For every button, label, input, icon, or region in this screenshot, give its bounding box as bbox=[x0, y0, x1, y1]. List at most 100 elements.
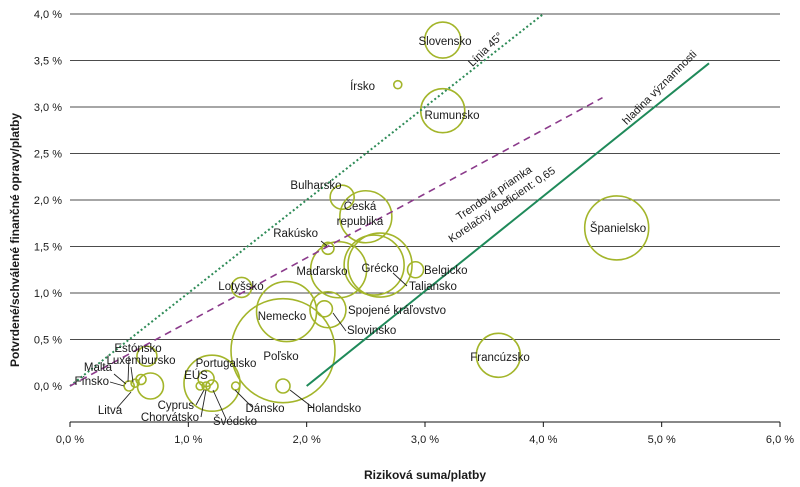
reference-lines bbox=[69, 13, 710, 387]
bubble-label: Poľsko bbox=[263, 351, 298, 363]
bubble-label: Fínsko bbox=[74, 376, 109, 388]
x-axis-title: Riziková suma/platby bbox=[364, 468, 486, 482]
bubble-label-line: Česká bbox=[344, 200, 377, 213]
diagonal-line-label: Línia 45° bbox=[466, 30, 506, 69]
leader-line bbox=[109, 381, 125, 387]
bubble-label-line: republika bbox=[337, 216, 384, 228]
bubble-label: Česká republika bbox=[337, 200, 384, 228]
bubble-label: EÚS bbox=[184, 369, 208, 382]
bubble bbox=[123, 380, 135, 392]
leader-line bbox=[127, 355, 130, 383]
line-labels: Línia 45°Trendová priamkaKorelačný koefi… bbox=[447, 30, 700, 245]
bubble-label: Taliansko bbox=[409, 281, 457, 293]
bubble-label: Cyprus bbox=[158, 400, 195, 412]
y-tick-label: 3,5 % bbox=[34, 56, 62, 68]
y-tick-label: 4,0 % bbox=[34, 9, 62, 21]
bubbles bbox=[123, 21, 650, 413]
bubble-label: Dánsko bbox=[246, 403, 285, 415]
bubble-label: Slovinsko bbox=[347, 325, 396, 337]
bubble-label: Španielsko bbox=[590, 222, 646, 235]
x-tick-label: 6,0 % bbox=[766, 434, 794, 446]
leader-line bbox=[212, 389, 227, 420]
bubble-label: Lotyšsko bbox=[218, 281, 263, 293]
bubble-label: Maďarsko bbox=[296, 266, 347, 278]
bubble-label: Luxembursko bbox=[106, 355, 175, 367]
bubble-label: Rumunsko bbox=[425, 110, 480, 122]
bubble bbox=[195, 381, 205, 391]
y-tick-label: 2,0 % bbox=[34, 195, 62, 207]
bubble-label: Malta bbox=[84, 362, 113, 374]
diagonal-line bbox=[69, 13, 544, 387]
y-tick-label: 1,5 % bbox=[34, 242, 62, 254]
y-tick-label: 0,5 % bbox=[34, 335, 62, 347]
y-tick-label: 1,0 % bbox=[34, 288, 62, 300]
bubble bbox=[347, 232, 413, 298]
x-tick-label: 4,0 % bbox=[529, 434, 557, 446]
bubble-label: Grécko bbox=[361, 263, 398, 275]
bubble bbox=[136, 345, 158, 368]
bubble bbox=[475, 332, 522, 379]
bubble-label: Litva bbox=[98, 405, 123, 417]
y-tick-label: 2,5 % bbox=[34, 149, 62, 161]
y-tick-label: 0,0 % bbox=[34, 381, 62, 393]
bubble-label: Chorvátsko bbox=[141, 412, 199, 424]
bubble bbox=[406, 260, 425, 279]
leader-line bbox=[234, 389, 253, 408]
trend-line-label-line: Korelačný koeficient: 0,65 bbox=[447, 165, 558, 245]
leader-line bbox=[200, 389, 207, 418]
bubble bbox=[309, 290, 347, 329]
axes bbox=[69, 421, 781, 427]
bubble bbox=[230, 381, 241, 391]
bubble bbox=[329, 184, 355, 211]
bubble-label: Francúzsko bbox=[470, 352, 529, 364]
bubble-label: Holandsko bbox=[307, 403, 361, 415]
x-tick-labels: 0,0 % 1,0 % 2,0 % 3,0 % 4,0 % 5,0 % 6,0 % bbox=[56, 434, 794, 446]
leader-lines bbox=[109, 240, 408, 420]
bubble bbox=[339, 189, 393, 244]
x-tick-label: 1,0 % bbox=[174, 434, 202, 446]
bubble bbox=[275, 378, 291, 394]
bubble bbox=[183, 354, 241, 413]
bubble-label: Švédsko bbox=[213, 415, 257, 428]
bubble-label: Portugalsko bbox=[196, 358, 257, 370]
bubble-label: Bulharsko bbox=[290, 180, 341, 192]
bubble bbox=[423, 21, 462, 59]
leader-line bbox=[289, 389, 313, 408]
bubble bbox=[230, 297, 336, 404]
x-tick-label: 5,0 % bbox=[648, 434, 676, 446]
bubble-label: Írsko bbox=[350, 80, 375, 93]
bubble-label: Slovensko bbox=[418, 36, 471, 48]
bubble-label: Rakúsko bbox=[273, 228, 318, 240]
leader-line bbox=[113, 373, 127, 385]
bubble-label: Spojené kráľovstvo bbox=[348, 305, 446, 317]
bubble bbox=[201, 381, 211, 391]
bubble bbox=[583, 195, 650, 261]
bubble-label: Nemecko bbox=[258, 311, 307, 323]
bubble bbox=[343, 234, 405, 296]
leader-line bbox=[332, 312, 347, 332]
bubble bbox=[392, 79, 403, 90]
leader-line bbox=[195, 389, 205, 406]
trend-line bbox=[69, 96, 603, 387]
bubble bbox=[205, 379, 219, 393]
bubble bbox=[130, 378, 140, 389]
bubble-label: Belgicko bbox=[424, 265, 467, 277]
bubble bbox=[315, 300, 334, 318]
bubble-label: Estónsko bbox=[114, 343, 161, 355]
x-tick-label: 3,0 % bbox=[411, 434, 439, 446]
leader-line bbox=[320, 240, 328, 247]
leader-line bbox=[392, 272, 408, 287]
bubble bbox=[321, 241, 335, 256]
x-tick-label: 0,0 % bbox=[56, 434, 84, 446]
leader-line bbox=[130, 366, 134, 383]
y-tick-label: 3,0 % bbox=[34, 102, 62, 114]
bubble bbox=[309, 240, 368, 299]
bubble bbox=[136, 372, 165, 400]
leader-line bbox=[116, 391, 132, 409]
significance-line bbox=[306, 62, 710, 387]
y-axis-title: Potvrdené/schválené finančné opravy/plat… bbox=[8, 113, 22, 367]
y-tick-labels: 0,0 % 0,5 % 1,0 % 1,5 % 2,0 % 2,5 % 3,0 % 3,5 %… bbox=[34, 9, 62, 393]
x-tick-label: 2,0 % bbox=[293, 434, 321, 446]
